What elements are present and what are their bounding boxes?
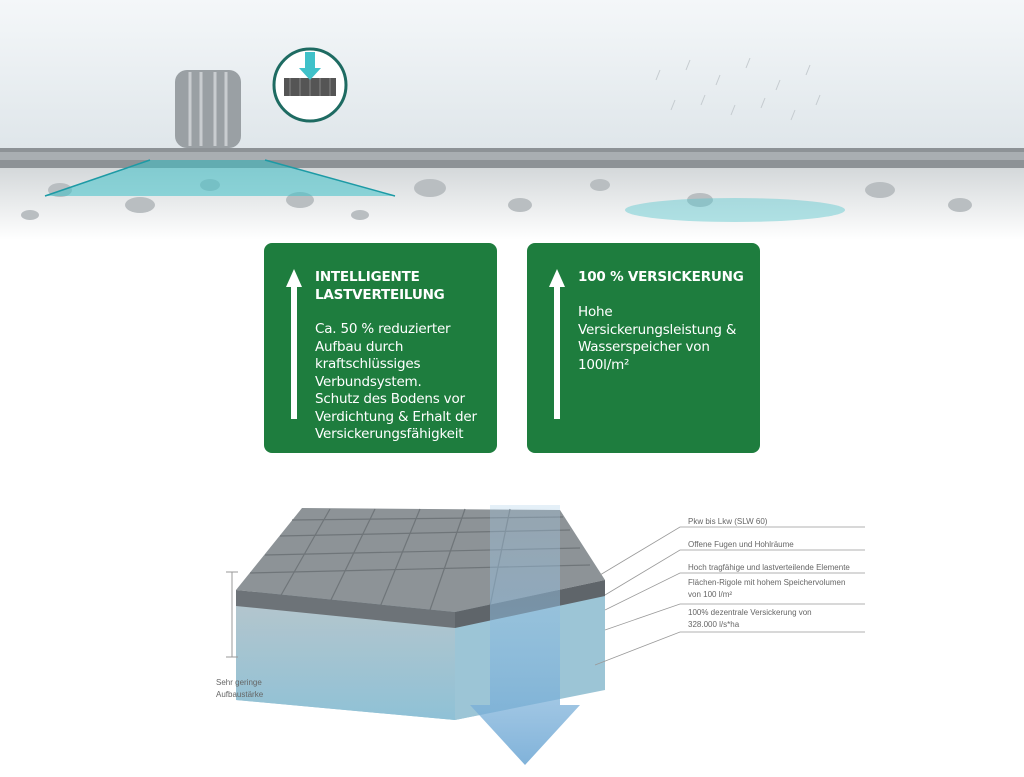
zoom-detail-icon (272, 47, 348, 123)
gravel (21, 179, 972, 220)
cross-section-diagram (226, 505, 865, 765)
body-line: Versickerungsleistung & (578, 321, 737, 338)
thickness-marker (226, 571, 238, 658)
body-line: Aufbau durch (315, 338, 404, 355)
infiltration-arrow (470, 505, 580, 765)
title-line: INTELLIGENTE (315, 269, 420, 285)
feature-card-infiltration: 100 % VERSICKERUNG Hohe Versickerungslei… (527, 243, 760, 453)
diagram-label-rigole: Flächen-Rigole mit hohem Speichervolumen… (688, 577, 845, 601)
body-line: Verbundsystem. (315, 373, 422, 390)
tire-icon (175, 70, 241, 148)
load-distribution-illustration (0, 0, 1024, 240)
card-body: Hohe Versickerungsleistung & Wasserspeic… (578, 304, 736, 374)
card-title: 100 % VERSICKERUNG (578, 268, 744, 286)
arrow-up-icon (549, 269, 565, 419)
body-line: Versickerungsfähigkeit (315, 426, 464, 442)
body-line: Hohe (578, 304, 613, 320)
label-line: Aufbaustärke (216, 690, 264, 699)
load-spread-wedge (45, 160, 395, 196)
label-line: Offene Fugen und Hohlräume (688, 540, 794, 549)
label-line: 328.000 l/s*ha (688, 620, 740, 629)
diagram-label-open-joints: Offene Fugen und Hohlräume (688, 539, 794, 551)
body-line: 100l/m² (578, 356, 630, 373)
label-line: von 100 l/m² (688, 590, 733, 599)
label-line: Hoch tragfähige und lastverteilende Elem… (688, 563, 850, 572)
card-title: INTELLIGENTE LASTVERTEILUNG (315, 268, 445, 304)
body-line: Ca. 50 % reduzierter (315, 321, 451, 337)
label-line: Flächen-Rigole mit hohem Speichervolumen (688, 578, 846, 587)
body-line: Verdichtung & Erhalt der (315, 408, 477, 425)
diagram-label-load-class: Pkw bis Lkw (SLW 60) (688, 516, 767, 528)
label-line: Pkw bis Lkw (SLW 60) (688, 517, 768, 526)
leader-lines (594, 526, 865, 666)
label-line: 100% dezentrale Versickerung von (688, 608, 812, 617)
title-line: LASTVERTEILUNG (315, 287, 445, 303)
body-line: kraftschlüssiges (315, 356, 421, 372)
diagram-label-elements: Hoch tragfähige und lastverteilende Elem… (688, 562, 850, 574)
body-line: Wasserspeicher von (578, 339, 710, 355)
card-body: Ca. 50 % reduzierter Aufbau durch krafts… (315, 321, 477, 444)
label-line: Sehr geringe (216, 678, 262, 687)
arrow-up-icon (286, 269, 302, 419)
water-pool (625, 198, 845, 222)
rain-icon (655, 57, 821, 121)
body-line: Schutz des Bodens vor (315, 391, 465, 407)
diagram-label-infiltration: 100% dezentrale Versickerung von 328.000 … (688, 607, 812, 631)
feature-card-load-distribution: INTELLIGENTE LASTVERTEILUNG Ca. 50 % red… (264, 243, 497, 453)
title-line: 100 % VERSICKERUNG (578, 269, 744, 285)
